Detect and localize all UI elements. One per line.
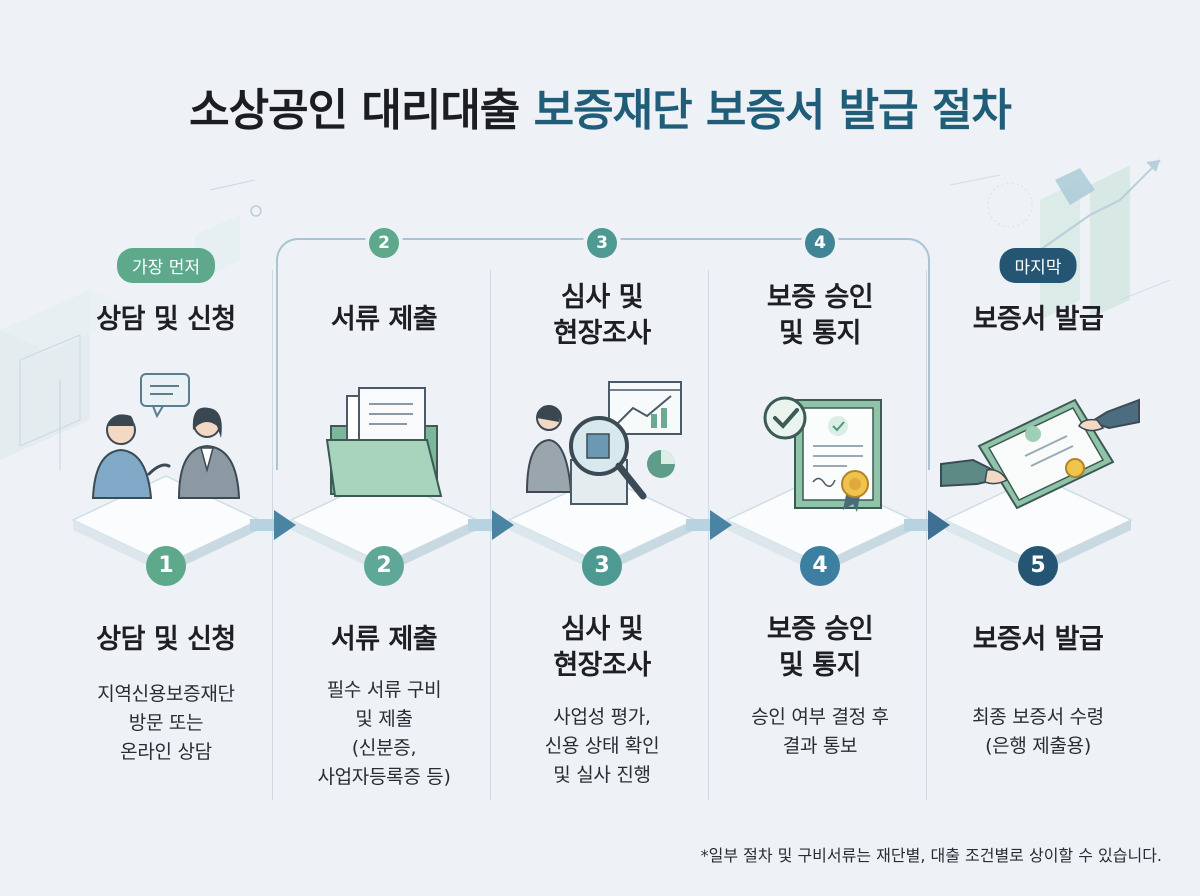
step-top-title: 보증서 발급 <box>972 304 1104 335</box>
step-top-title: 심사 및 현장조사 <box>493 280 711 352</box>
flow-arrow-icon <box>468 510 514 540</box>
description-line: 필수 서류 구비 <box>326 679 442 701</box>
step-number-badge: 4 <box>800 546 840 586</box>
step-title: 상담 및 신청 <box>57 622 275 658</box>
description-line: 및 제출 <box>355 708 413 730</box>
certificate-handover-icon <box>940 398 1140 510</box>
step-top-title-line: 보증 승인 <box>766 282 874 313</box>
step-description: 승인 여부 결정 후 결과 통보 <box>711 703 929 761</box>
step-top-title: 서류 제출 <box>330 304 438 335</box>
flow-arrow-icon <box>250 510 296 540</box>
step-description: 필수 서류 구비 및 제출 (신분증, 사업자등록증 등) <box>275 676 493 792</box>
step-description: 최종 보증서 수령 (은행 제출용) <box>929 703 1147 761</box>
step-number-badge: 3 <box>582 546 622 586</box>
step-column-2: 2 서류 제출 2 서류 제출 필수 서류 구비 및 제출 (신분증, 사업자등… <box>275 0 493 896</box>
step-title-line: 서류 제출 <box>330 624 438 655</box>
approved-certificate-icon <box>763 396 882 512</box>
step-top-title: 상담 및 신청 <box>96 304 236 335</box>
step-badge: 3 <box>587 228 617 258</box>
description-line: 온라인 상담 <box>120 741 212 763</box>
step-top-title-line: 현장조사 <box>553 318 651 349</box>
step-platform <box>289 475 479 574</box>
description-line: (신분증, <box>351 737 417 759</box>
step-top-title-line: 및 통지 <box>779 318 861 349</box>
description-line: 사업성 평가, <box>553 706 651 728</box>
step-platform <box>507 475 697 574</box>
step-top-title: 보증 승인 및 통지 <box>711 280 929 352</box>
column-divider <box>708 270 709 800</box>
step-column-1: 가장 먼저 상담 및 신청 1 상담 및 신청 지역신용보증재단 방문 또는 온… <box>57 0 275 896</box>
inspection-magnifier-icon <box>525 381 682 505</box>
first-step-pill: 가장 먼저 <box>117 248 215 283</box>
consultation-icon <box>91 373 241 499</box>
description-line: 신용 상태 확인 <box>544 735 660 757</box>
step-column-4: 4 보증 승인 및 통지 4 보증 승인 및 통지 승인 여부 결정 후 결과 … <box>711 0 929 896</box>
step-title-line: 보증 승인 <box>766 614 874 645</box>
step-title-line: 보증서 발급 <box>972 624 1104 655</box>
step-top-title-line: 심사 및 <box>561 282 643 313</box>
description-line: 방문 또는 <box>128 712 204 734</box>
step-title-line: 및 통지 <box>779 650 861 681</box>
flow-arrow-icon <box>904 510 950 540</box>
description-line: 승인 여부 결정 후 <box>751 706 889 728</box>
column-divider <box>272 270 273 800</box>
description-line: 사업자등록증 등) <box>317 766 451 788</box>
folder-documents-icon <box>325 387 443 497</box>
title-part-accent: 보증재단 보증서 발급 절차 <box>533 85 1012 136</box>
step-column-3: 3 심사 및 현장조사 3 심사 및 현장조사 사업성 평가, 신용 상태 확인… <box>493 0 711 896</box>
step-description: 사업성 평가, 신용 상태 확인 및 실사 진행 <box>493 703 711 790</box>
step-title-line: 심사 및 <box>561 614 643 645</box>
footnote: *일부 절차 및 구비서류는 재단별, 대출 조건별로 상이할 수 있습니다. <box>700 846 1162 865</box>
description-line: 및 실사 진행 <box>553 764 651 786</box>
step-title-line: 현장조사 <box>553 650 651 681</box>
step-title-line: 상담 및 신청 <box>96 624 236 655</box>
step-number-badge: 5 <box>1018 546 1058 586</box>
description-line: (은행 제출용) <box>985 735 1091 757</box>
step-number-badge: 2 <box>364 546 404 586</box>
step-badge: 2 <box>369 228 399 258</box>
step-title: 보증 승인 및 통지 <box>711 612 929 684</box>
step-badge: 4 <box>805 228 835 258</box>
last-step-pill: 마지막 <box>999 248 1077 283</box>
step-description: 지역신용보증재단 방문 또는 온라인 상담 <box>57 680 275 767</box>
column-divider <box>926 270 927 800</box>
flow-arrow-icon <box>686 510 732 540</box>
step-column-5: 마지막 보증서 발급 5 보증서 발급 최종 보증서 수령 (은행 제출용) <box>929 0 1147 896</box>
description-line: 지역신용보증재단 <box>97 683 235 705</box>
step-title: 서류 제출 <box>275 622 493 658</box>
step-number-badge: 1 <box>146 546 186 586</box>
step-title: 심사 및 현장조사 <box>493 612 711 684</box>
description-line: 최종 보증서 수령 <box>972 706 1104 728</box>
description-line: 결과 통보 <box>782 735 858 757</box>
column-divider <box>490 270 491 800</box>
step-platform <box>943 475 1133 574</box>
step-title: 보증서 발급 <box>929 622 1147 658</box>
title-part-dark: 소상공인 대리대출 <box>189 85 520 136</box>
page-title: 소상공인 대리대출 보증재단 보증서 발급 절차 <box>0 74 1200 138</box>
